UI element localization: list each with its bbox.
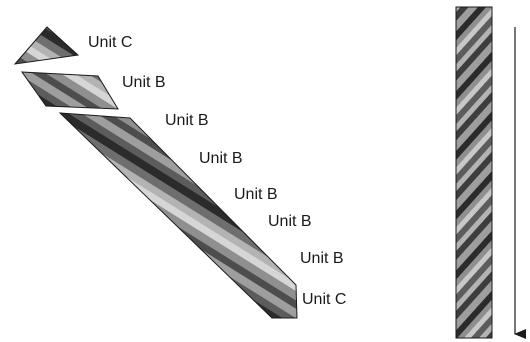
label-unit-b-1: Unit B: [122, 74, 166, 91]
label-unit-b-3: Unit B: [199, 150, 243, 167]
label-unit-b-6: Unit B: [300, 250, 344, 267]
unit-b-parallelogram: [20, 71, 119, 110]
assembled-vertical-strip: [455, 6, 493, 339]
diagonal-pieced-strip: [58, 112, 298, 319]
unit-c-top-triangle: [13, 26, 80, 65]
label-unit-b-5: Unit B: [268, 213, 312, 230]
label-unit-c-top: Unit C: [88, 34, 132, 51]
label-unit-b-4: Unit B: [234, 186, 278, 203]
label-unit-c-bottom: Unit C: [302, 291, 346, 308]
label-unit-b-2: Unit B: [165, 112, 209, 129]
